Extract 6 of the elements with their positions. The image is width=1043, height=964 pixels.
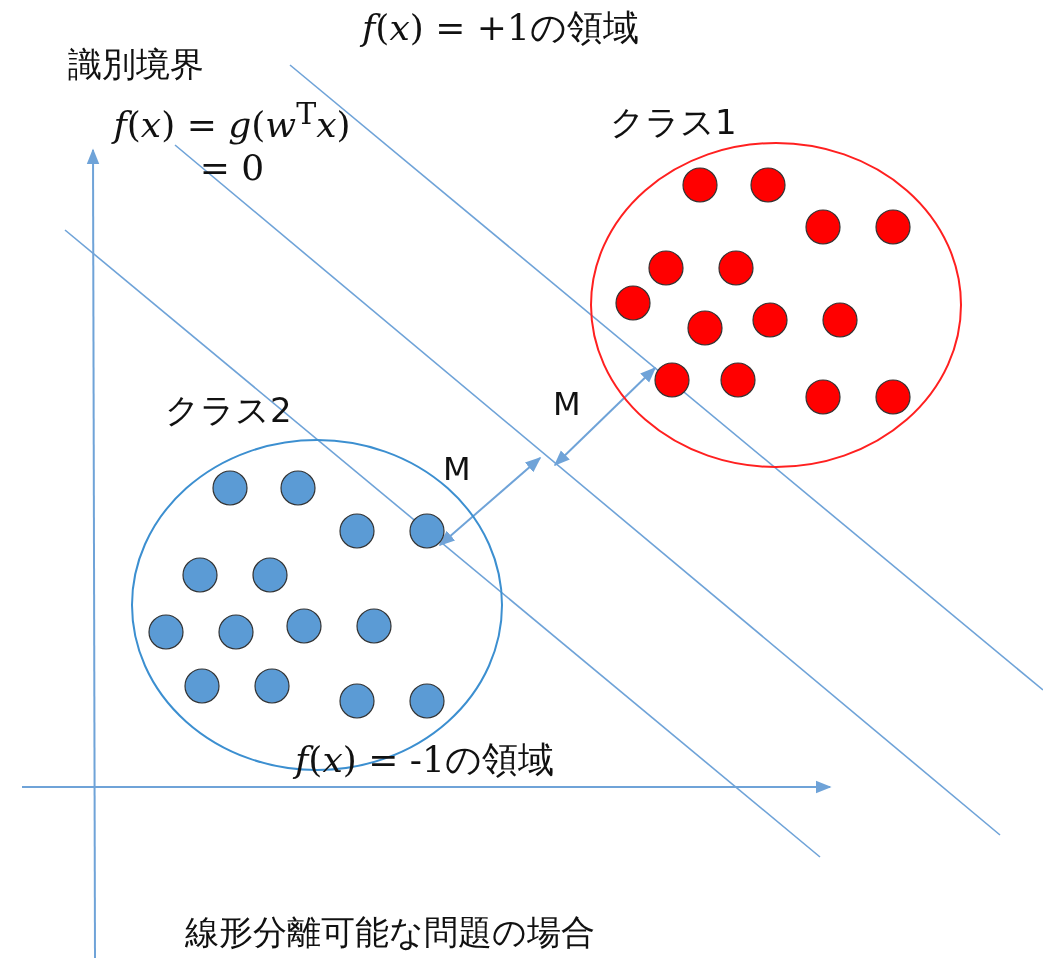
class-label: クラス1 [610,101,737,144]
label-text: f(x) = g(w$^{T}$x) = 0 [110,96,352,190]
caption: 線形分離可能な問題の場合 [185,912,595,953]
label-text: M [443,450,471,489]
label-text: 識別境界 [68,44,204,85]
label-text: M [553,385,581,424]
